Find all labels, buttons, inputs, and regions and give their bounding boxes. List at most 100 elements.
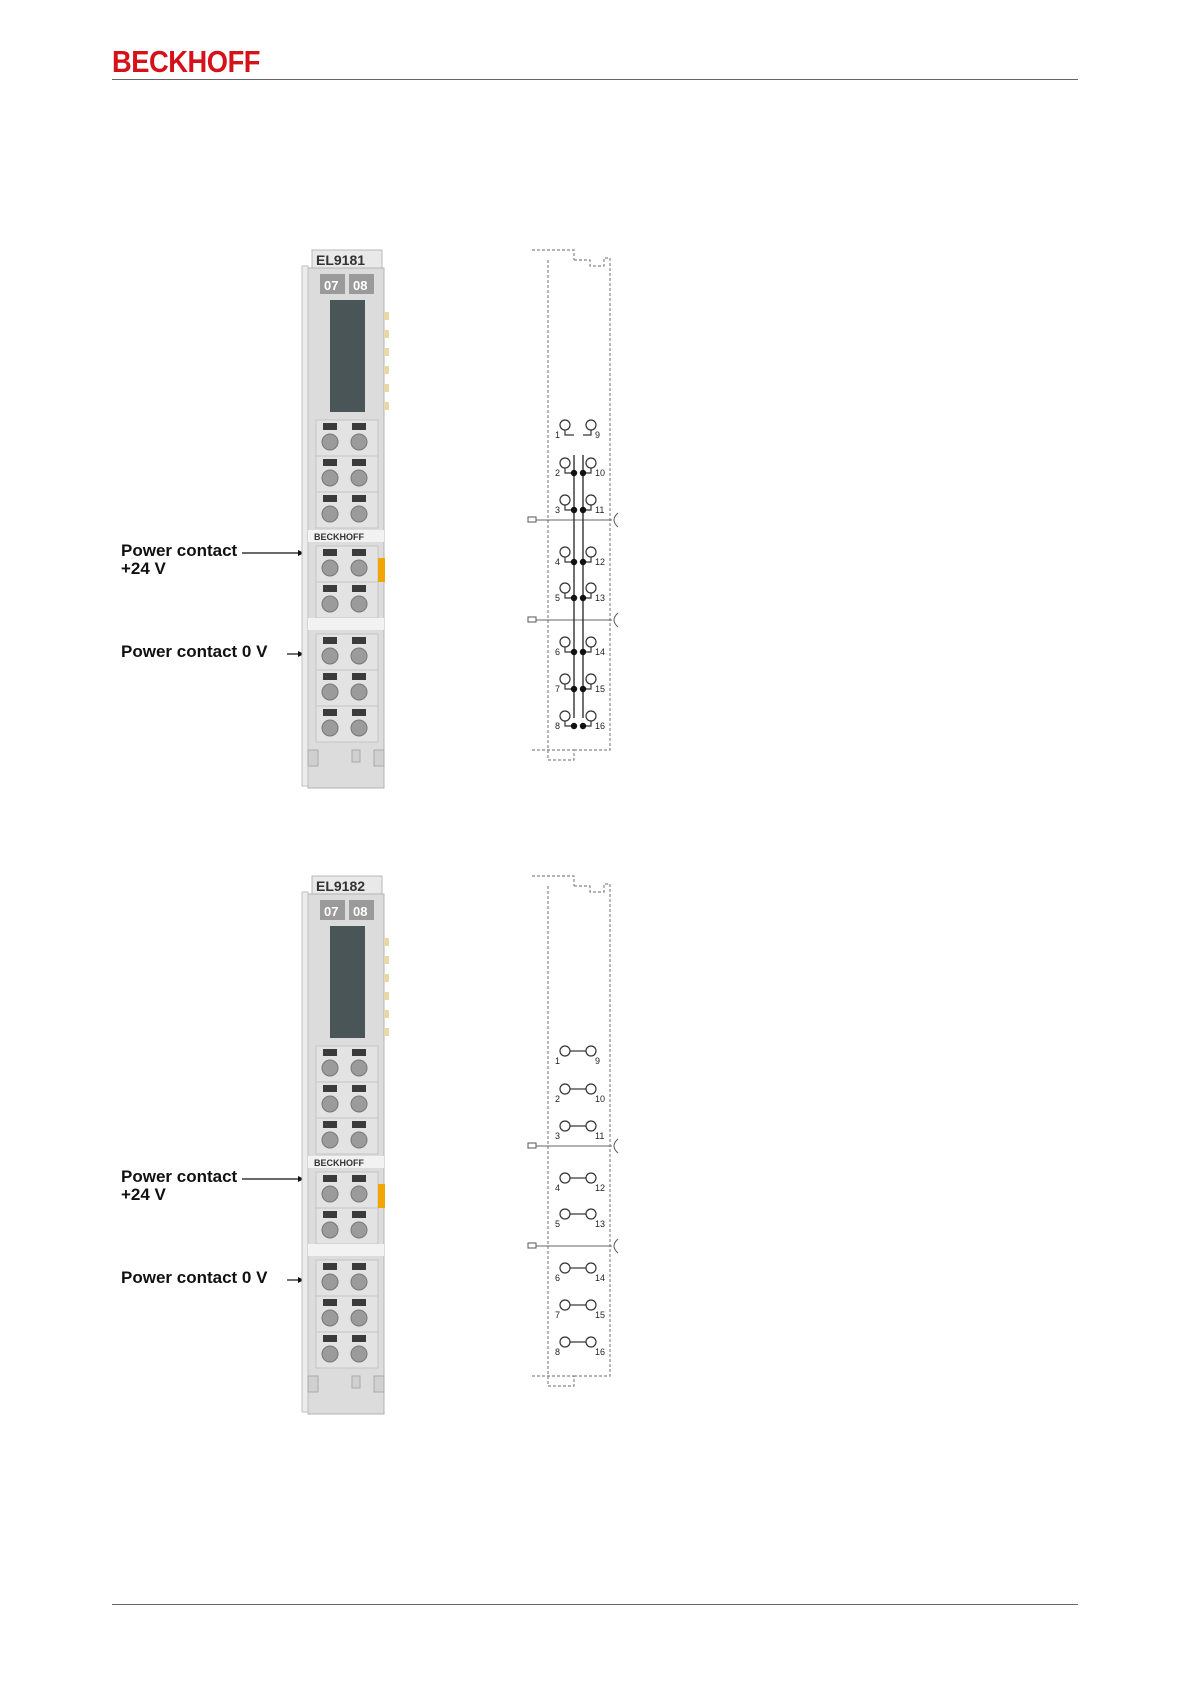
contact-hole-right — [351, 596, 367, 612]
side-pin — [384, 956, 389, 964]
rail-0v-end — [528, 1243, 536, 1248]
terminal-point-right — [586, 637, 596, 647]
spring-slot-right — [352, 1085, 366, 1092]
contact-hole-left — [322, 648, 338, 664]
terminal-point-right — [586, 1300, 596, 1310]
spring-slot-right — [352, 673, 366, 680]
spring-slot-right — [352, 1299, 366, 1306]
junction-dot-right — [580, 723, 586, 729]
terminal-point-left — [560, 637, 570, 647]
orange-marker — [378, 1184, 385, 1208]
point-number-left: 5 — [555, 1219, 560, 1229]
spring-slot-right — [352, 495, 366, 502]
terminal-point-left — [560, 495, 570, 505]
rail-0v-contact — [614, 613, 618, 627]
contact-hole-right — [351, 434, 367, 450]
terminal-point-left — [560, 458, 570, 468]
terminal-point-right — [586, 711, 596, 721]
contact-hole-right — [351, 1060, 367, 1076]
side-pin — [384, 366, 389, 374]
spring-slot-left — [323, 709, 337, 716]
foot-left — [308, 750, 318, 766]
contact-hole-left — [322, 1222, 338, 1238]
contact-hole-left — [322, 1132, 338, 1148]
spring-slot-right — [352, 423, 366, 430]
terminal-point-right — [586, 1209, 596, 1219]
contact-hole-left — [322, 506, 338, 522]
spring-slot-right — [352, 1121, 366, 1128]
terminal-point-left — [560, 1263, 570, 1273]
contact-hole-left — [322, 470, 338, 486]
point-number-left: 8 — [555, 721, 560, 731]
spring-slot-right — [352, 709, 366, 716]
rail-0v-end — [528, 617, 536, 622]
contact-hole-right — [351, 1132, 367, 1148]
contact-hole-left — [322, 1096, 338, 1112]
spring-slot-right — [352, 1175, 366, 1182]
terminal-point-left — [560, 1173, 570, 1183]
foot-mid — [352, 1376, 360, 1388]
spring-slot-left — [323, 1175, 337, 1182]
point-number-left: 6 — [555, 647, 560, 657]
terminal-point-right — [586, 674, 596, 684]
point-number-right: 15 — [595, 1310, 605, 1320]
point-number-left: 3 — [555, 505, 560, 515]
point-number-left: 2 — [555, 1094, 560, 1104]
point-number-left: 7 — [555, 1310, 560, 1320]
contact-hole-left — [322, 720, 338, 736]
terminal-point-right — [586, 1084, 596, 1094]
point-number-right: 9 — [595, 430, 600, 440]
display-window — [330, 300, 365, 412]
contact-hole-right — [351, 470, 367, 486]
spring-slot-left — [323, 585, 337, 592]
terminal-point-right — [586, 1173, 596, 1183]
spring-slot-left — [323, 1085, 337, 1092]
point-number-right: 12 — [595, 557, 605, 567]
terminal-side-rail — [302, 892, 308, 1412]
terminal-point-right — [586, 1046, 596, 1056]
wire-left — [565, 430, 574, 435]
contact-hole-right — [351, 684, 367, 700]
point-number-left: 4 — [555, 557, 560, 567]
point-number-right: 14 — [595, 647, 605, 657]
spring-slot-right — [352, 1211, 366, 1218]
contact-hole-left — [322, 1186, 338, 1202]
terminal-point-right — [586, 1263, 596, 1273]
contact-hole-left — [322, 596, 338, 612]
spring-slot-left — [323, 1121, 337, 1128]
contact-hole-right — [351, 560, 367, 576]
terminal-point-right — [586, 420, 596, 430]
side-pin — [384, 992, 389, 1000]
orange-marker — [378, 558, 385, 582]
point-number-left: 4 — [555, 1183, 560, 1193]
junction-dot-right — [580, 507, 586, 513]
side-pin — [384, 974, 389, 982]
point-number-left: 6 — [555, 1273, 560, 1283]
terminal-point-left — [560, 1337, 570, 1347]
junction-dot-left — [571, 507, 577, 513]
led-label-left: 07 — [324, 278, 338, 293]
contact-hole-left — [322, 434, 338, 450]
spring-slot-left — [323, 459, 337, 466]
junction-dot-right — [580, 686, 586, 692]
point-number-right: 13 — [595, 593, 605, 603]
point-number-left: 8 — [555, 1347, 560, 1357]
terminal-point-left — [560, 674, 570, 684]
point-number-right: 13 — [595, 1219, 605, 1229]
point-number-right: 10 — [595, 1094, 605, 1104]
contact-hole-right — [351, 1274, 367, 1290]
junction-dot-left — [571, 723, 577, 729]
point-number-left: 2 — [555, 468, 560, 478]
spring-slot-left — [323, 423, 337, 430]
junction-dot-right — [580, 649, 586, 655]
spring-slot-left — [323, 637, 337, 644]
terminal-point-left — [560, 1300, 570, 1310]
spring-slot-right — [352, 585, 366, 592]
point-number-left: 1 — [555, 1056, 560, 1066]
side-pin — [384, 938, 389, 946]
led-label-right: 08 — [353, 278, 367, 293]
foot-mid — [352, 750, 360, 762]
contact-hole-right — [351, 1096, 367, 1112]
